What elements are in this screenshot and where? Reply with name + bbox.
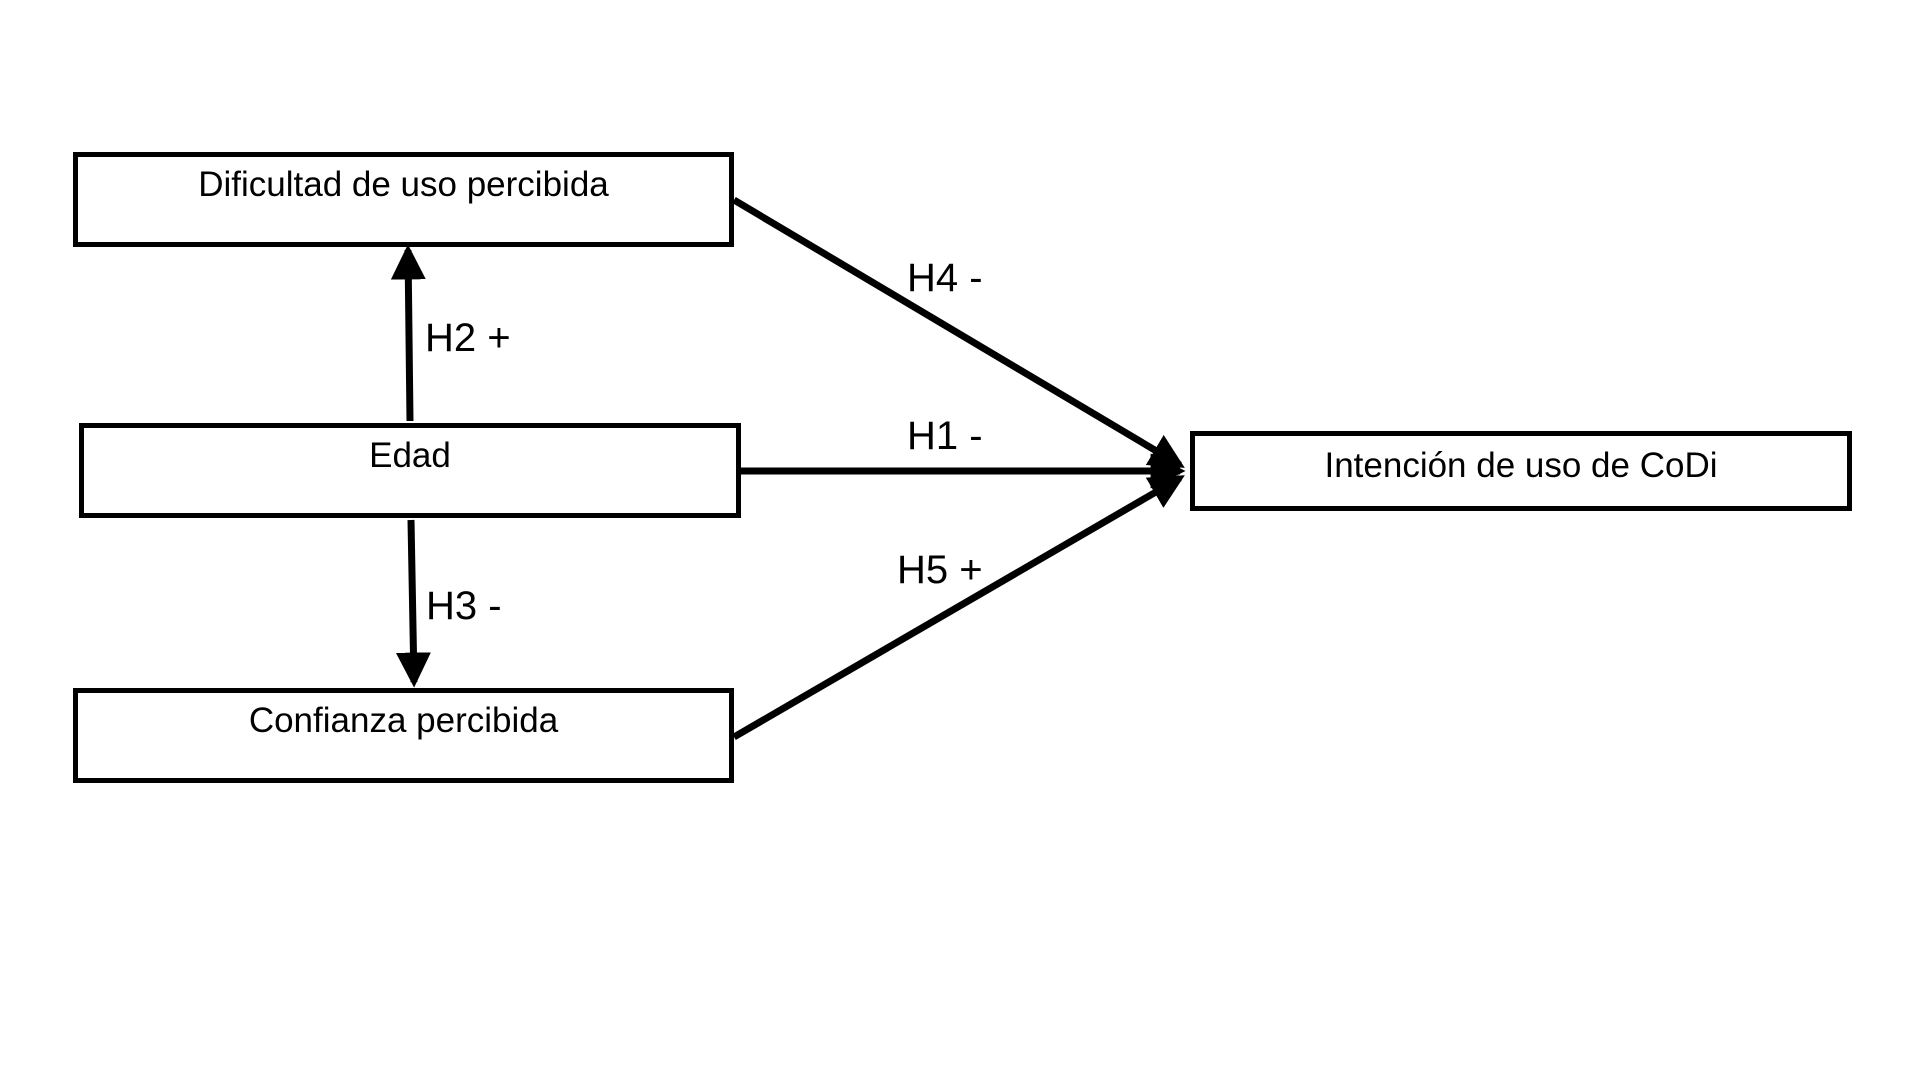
node-confianza-percibida: Confianza percibida	[73, 688, 734, 783]
node-label: Intención de uso de CoDi	[1324, 446, 1718, 485]
edge-label-h4: H4 -	[907, 256, 983, 300]
arrow-h2	[390, 244, 426, 422]
node-dificultad-de-uso: Dificultad de uso percibida	[73, 152, 734, 247]
node-edad: Edad	[79, 423, 741, 518]
edge-label-h2: H2 +	[425, 316, 511, 360]
node-label: Confianza percibida	[248, 701, 559, 740]
edge-label-h5: H5 +	[897, 548, 983, 592]
arrow-h4	[732, 196, 1185, 469]
arrow-h3	[395, 519, 431, 688]
arrow-h5	[732, 474, 1185, 741]
node-label: Dificultad de uso percibida	[198, 165, 609, 204]
edge-label-h1: H1 -	[907, 414, 983, 458]
edge-label-h3: H3 -	[426, 584, 502, 628]
node-intencion-de-uso: Intención de uso de CoDi	[1190, 431, 1852, 511]
node-label: Edad	[369, 436, 451, 475]
